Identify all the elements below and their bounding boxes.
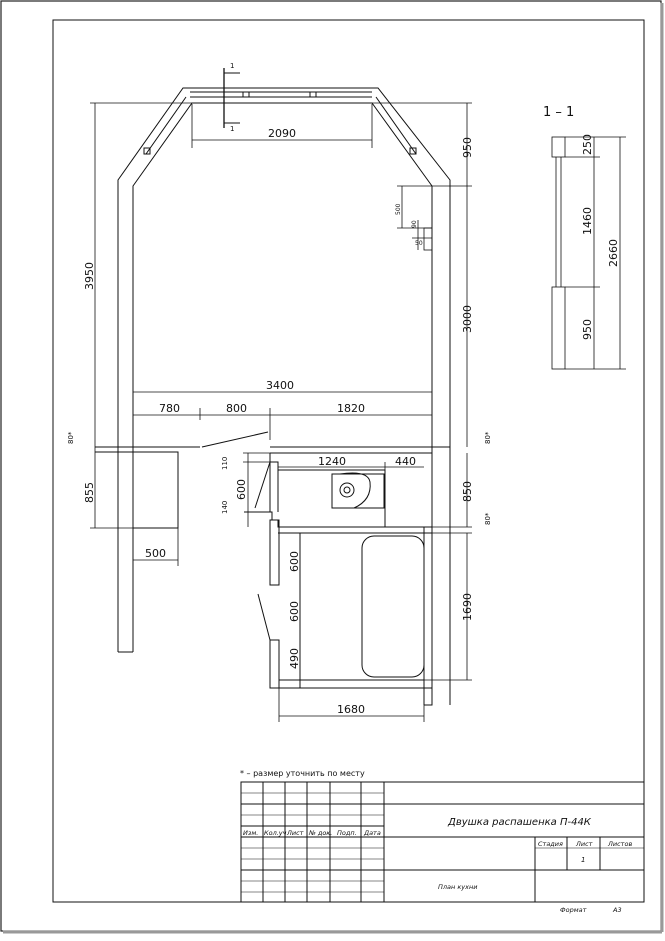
- kitchen-outer-wall: [117, 87, 451, 652]
- bathtub: [361, 535, 425, 678]
- section-top-block: [551, 136, 566, 158]
- dim-800: 800: [226, 402, 247, 415]
- window-diag-right: [375, 96, 417, 155]
- dim-780: 780: [159, 402, 180, 415]
- dim-vent-50: 50: [415, 240, 423, 247]
- dim-1680: 1680: [337, 703, 365, 716]
- dim-440: 440: [395, 455, 416, 468]
- tb-header-izm: Изм.: [243, 829, 258, 837]
- section-dim-950: 950: [581, 319, 594, 340]
- door-leaf-2: [254, 461, 271, 509]
- dim-140: 140: [221, 501, 229, 514]
- dim-600-left: 600: [235, 479, 248, 500]
- tb-stage-label: Стадия: [538, 840, 563, 848]
- toilet-bowl-outer: [339, 482, 355, 498]
- tb-header-doc: № док.: [308, 829, 332, 837]
- dim-2090: 2090: [268, 127, 296, 140]
- dim-80-right-mid: 80*: [484, 512, 492, 525]
- partition-left-bottom: [95, 451, 179, 529]
- section-dim-1460: 1460: [581, 207, 594, 235]
- dim-80-right-top: 80*: [484, 431, 492, 444]
- tb-format-label: Формат: [560, 906, 587, 914]
- dim-490: 490: [288, 648, 301, 669]
- right-wall-corner: [424, 700, 433, 706]
- door-leaf-1: [201, 431, 269, 448]
- tb-sheet-value: 1: [581, 856, 585, 864]
- dim-vent-90: 90: [411, 220, 418, 228]
- door-leaf-3: [257, 593, 271, 641]
- window-mullion-4: [409, 147, 417, 155]
- dimension-labels: 1 1 2090 950 3950 3000 3400 780 800 1820…: [67, 62, 620, 716]
- tb-header-podp: Подп.: [337, 829, 357, 837]
- toilet-bowl-inner: [343, 486, 351, 494]
- dim-855: 855: [83, 482, 96, 503]
- dim-110: 110: [221, 457, 229, 470]
- tb-header-list: Лист: [286, 829, 304, 837]
- dimension-lines: [90, 102, 626, 722]
- tb-sheets-label: Листов: [607, 840, 632, 848]
- tb-header-kol: Кол.уч: [264, 829, 287, 837]
- dim-1690: 1690: [461, 593, 474, 621]
- tb-format-value: А3: [612, 906, 622, 914]
- window-diag-left: [145, 96, 187, 155]
- kitchen-inner-wall: [132, 102, 433, 700]
- dim-850: 850: [461, 481, 474, 502]
- bathroom-wall-top: [269, 453, 386, 527]
- note-text: * – размер уточнить по месту: [240, 769, 365, 778]
- dim-80-left: 80*: [67, 431, 75, 444]
- dim-1240: 1240: [318, 455, 346, 468]
- drawing-subtitle: План кухни: [438, 883, 477, 891]
- dim-vent-500: 500: [395, 203, 402, 215]
- bath-wall-segment-1: [269, 519, 280, 586]
- section-dim-250: 250: [581, 134, 594, 155]
- dim-950: 950: [461, 137, 474, 158]
- tb-sheet-label: Лист: [575, 840, 593, 848]
- bath-right-wall: [423, 526, 433, 689]
- toilet-shape: [339, 472, 371, 509]
- dim-3000: 3000: [461, 305, 474, 333]
- dim-3950: 3950: [83, 262, 96, 290]
- title-block: [240, 781, 645, 903]
- window-mullion-2: [309, 91, 317, 98]
- cut-mark-bottom: 1: [230, 125, 234, 133]
- dim-1820: 1820: [337, 402, 365, 415]
- dim-600-bath-2: 600: [288, 601, 301, 622]
- dim-3400: 3400: [266, 379, 294, 392]
- tb-header-data: Дата: [363, 829, 381, 837]
- dim-600-bath-1: 600: [288, 551, 301, 572]
- section-label: 1 – 1: [543, 105, 574, 120]
- dim-500: 500: [145, 547, 166, 560]
- bath-wall-segment-2: [269, 639, 280, 689]
- vent-shaft: [423, 227, 433, 251]
- window-mullion-1: [242, 91, 250, 98]
- section-dim-2660: 2660: [607, 239, 620, 267]
- cut-mark-top: 1: [230, 62, 234, 70]
- title-block-frame: [240, 781, 645, 903]
- section-bottom-block: [551, 286, 566, 370]
- drawing-title: Двушка распашенка П-44К: [447, 817, 592, 828]
- title-block-text: Изм. Кол.уч Лист № док. Подп. Дата Двушк…: [243, 817, 632, 914]
- toilet-tank: [331, 473, 385, 509]
- window-mullion-3: [143, 147, 151, 155]
